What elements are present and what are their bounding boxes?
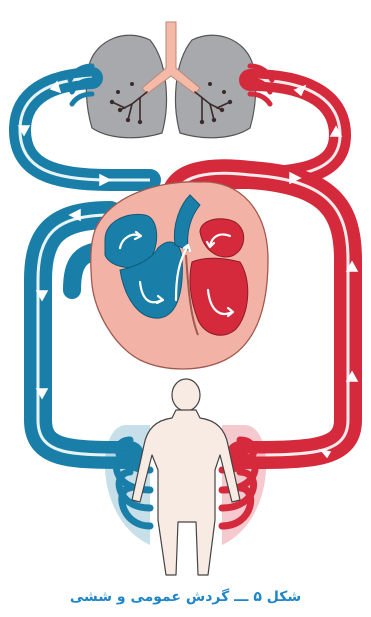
body-head: [172, 379, 200, 411]
circulation-diagram: [0, 0, 371, 585]
lungs-icon: [86, 22, 255, 138]
figure-caption: شکل ۵ ـــ گردش عمومی و ششی: [0, 589, 371, 611]
heart-icon: [91, 182, 268, 369]
